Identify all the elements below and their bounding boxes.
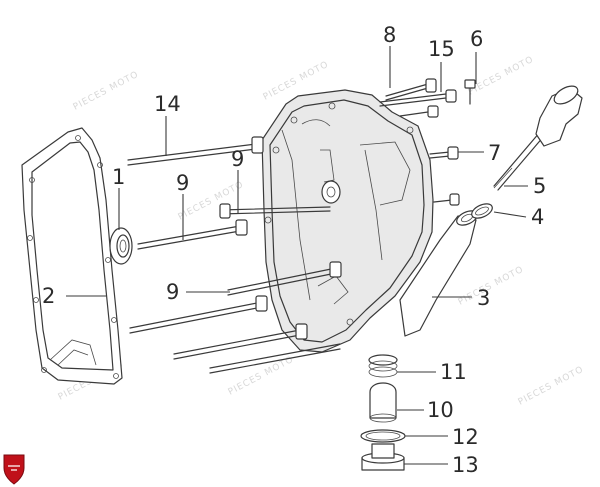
long-bolts-part-9 (129, 203, 342, 374)
label-part-3: 3 (477, 286, 490, 310)
label-part-11: 11 (440, 360, 467, 384)
watermark: PIECES MOTO (72, 70, 141, 113)
watermark: PIECES MOTO (467, 55, 536, 98)
watermark: PIECES MOTO (517, 365, 586, 408)
bolt-part-6 (464, 79, 476, 105)
label-part-12: 12 (452, 425, 479, 449)
dipstick-part-5 (493, 85, 583, 191)
label-part-5: 5 (533, 174, 546, 198)
watermark: PIECES MOTO (227, 355, 296, 398)
label-part-9-bottom: 9 (166, 280, 179, 304)
spring-part-11 (368, 354, 398, 378)
gasket-part-2 (21, 127, 123, 385)
label-part-14: 14 (154, 92, 181, 116)
bolt-part-8 (385, 78, 437, 101)
crankcase-cover-part-3 (261, 89, 478, 353)
bolt-part-7 (429, 146, 460, 206)
drain-plug-part-13 (361, 443, 405, 471)
leader-lines (66, 46, 528, 465)
label-part-1: 1 (112, 165, 125, 189)
label-part-6: 6 (470, 27, 483, 51)
brand-logo (3, 454, 25, 485)
part-number-labels: 8 15 6 14 1 9 9 9 2 7 5 4 3 11 10 12 13 (42, 23, 546, 477)
label-part-10: 10 (427, 398, 454, 422)
gasket-bolt-holes (27, 135, 119, 379)
label-part-9-left: 9 (176, 171, 189, 195)
label-part-7: 7 (488, 141, 501, 165)
o-ring-part-4 (471, 203, 493, 219)
bolt-part-15 (379, 89, 457, 118)
label-part-4: 4 (531, 205, 544, 229)
strainer-part-10 (369, 382, 397, 423)
watermark: PIECES MOTO (457, 265, 526, 308)
seal-part-1 (109, 227, 133, 265)
label-part-8: 8 (383, 23, 396, 47)
long-bolt-part-14 (127, 136, 264, 166)
label-part-13: 13 (452, 453, 479, 477)
o-ring-part-12 (360, 429, 406, 443)
label-part-9-top: 9 (231, 147, 244, 171)
label-part-2: 2 (42, 284, 55, 308)
label-part-15: 15 (428, 37, 455, 61)
